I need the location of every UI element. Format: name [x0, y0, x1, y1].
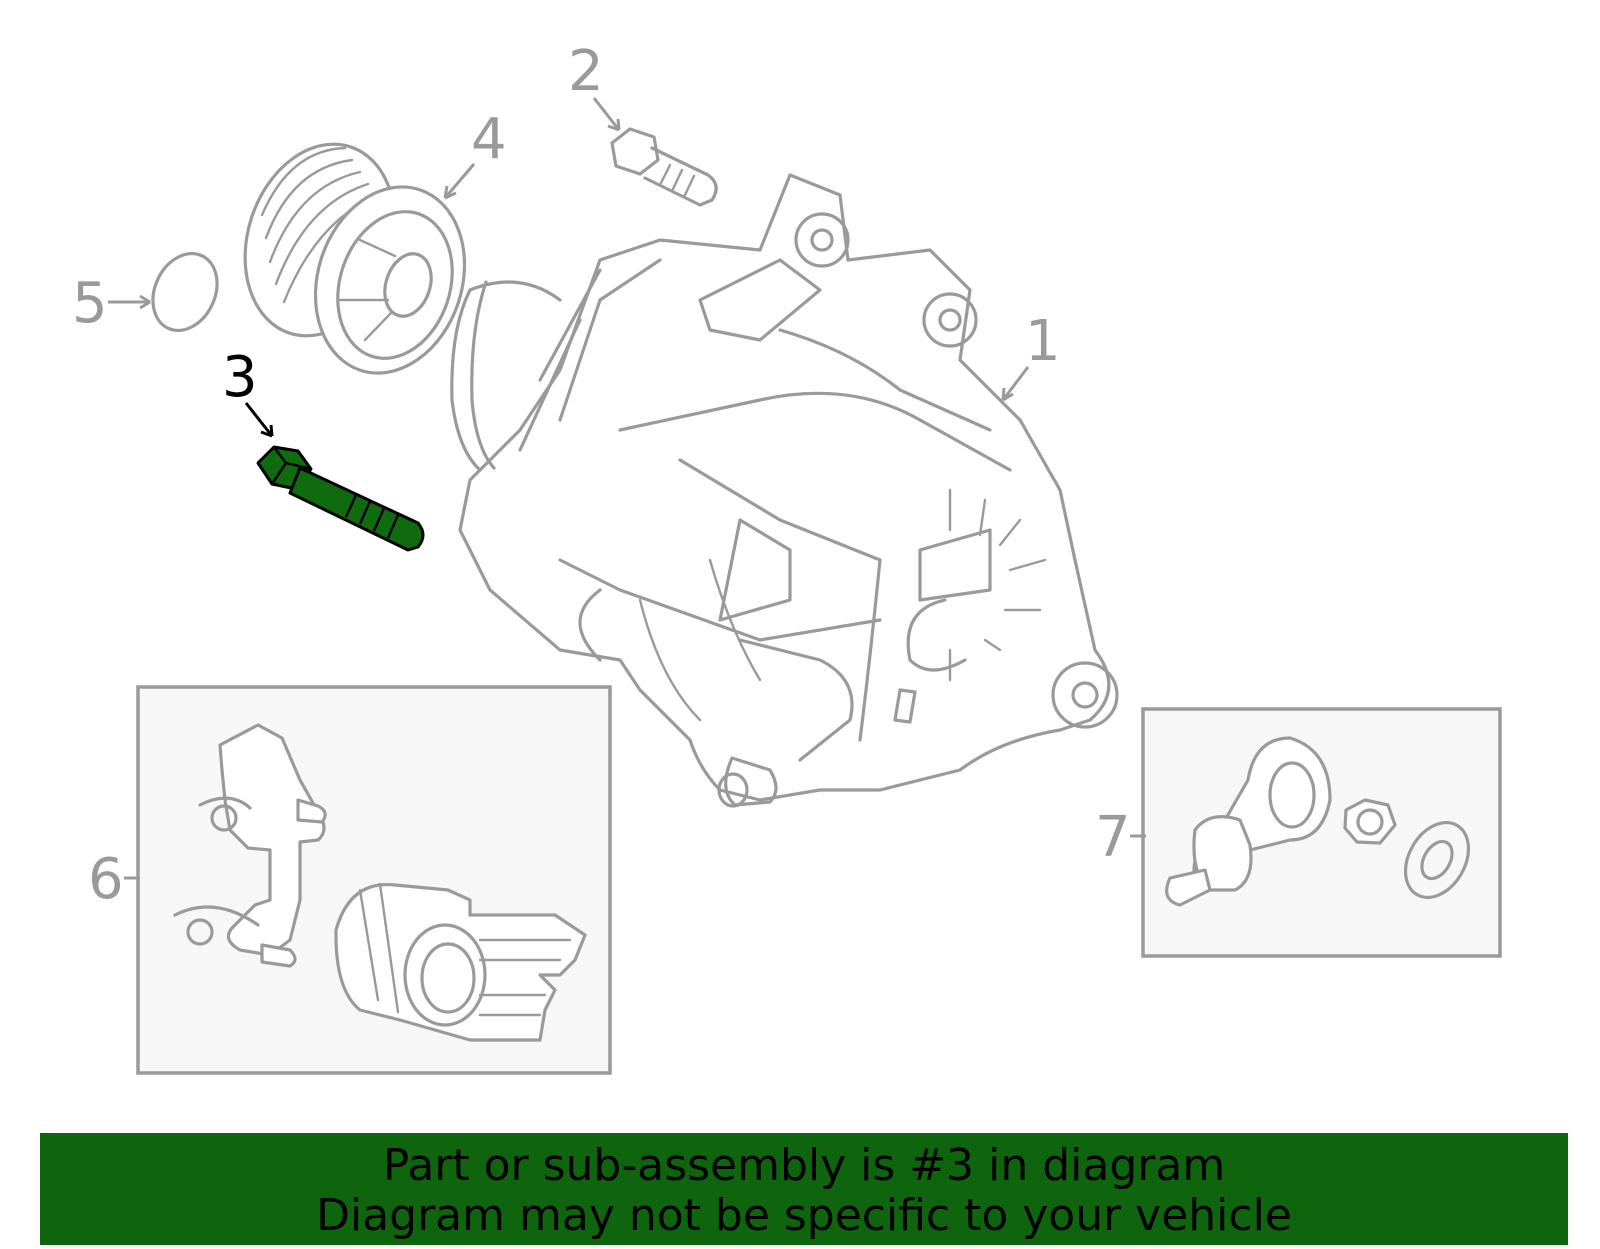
part-3-bolt[interactable]: [256, 445, 425, 552]
part-2-bolt[interactable]: [610, 127, 718, 207]
arrow-2: [607, 118, 621, 132]
inset-6-brush-holder[interactable]: [136, 685, 612, 1075]
part-5-cap[interactable]: [141, 243, 229, 341]
inset-7-terminal-kit[interactable]: [1141, 707, 1502, 958]
leader-1: [1001, 366, 1030, 401]
leader-3: [244, 402, 274, 437]
callout-6[interactable]: 6: [88, 847, 124, 912]
leader-lines: [108, 97, 1146, 880]
leader-4: [443, 163, 476, 199]
callout-2[interactable]: 2: [568, 39, 604, 104]
arrow-4: [443, 185, 457, 200]
leader-2: [592, 97, 621, 131]
callout-3[interactable]: 3: [222, 345, 258, 410]
callout-1[interactable]: 1: [1025, 309, 1061, 374]
banner-line-1: Part or sub-assembly is #3 in diagram: [382, 1140, 1226, 1191]
callout-7[interactable]: 7: [1095, 805, 1131, 870]
part-4-pulley[interactable]: [221, 125, 488, 393]
part-1-alternator[interactable]: [450, 173, 1119, 808]
callout-5[interactable]: 5: [72, 271, 108, 336]
arrow-3: [260, 424, 274, 438]
arrow-5: [139, 294, 151, 310]
arrow-1: [1001, 387, 1014, 402]
callout-4[interactable]: 4: [471, 107, 507, 172]
info-banner: Part or sub-assembly is #3 in diagram Di…: [40, 1133, 1568, 1245]
banner-line-2: Diagram may not be specific to your vehi…: [316, 1190, 1292, 1241]
